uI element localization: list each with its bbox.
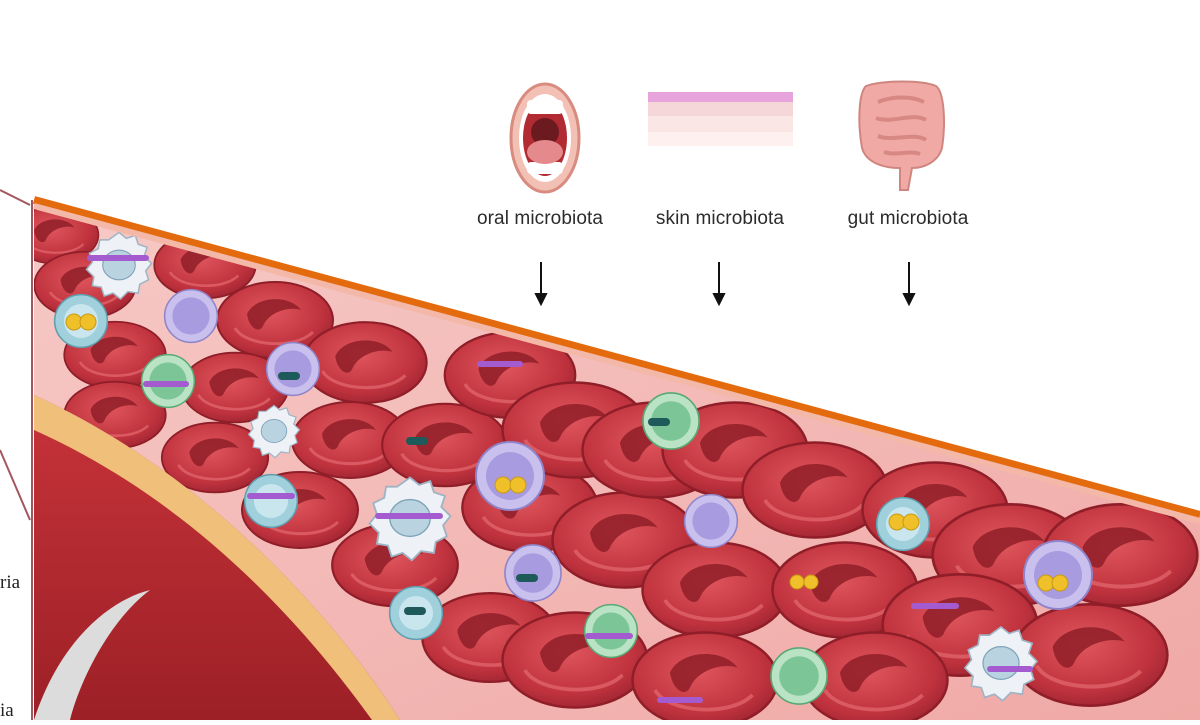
lymphocyte xyxy=(265,341,321,397)
lymphocyte xyxy=(475,441,545,511)
skin-layers-icon xyxy=(648,92,793,146)
red-blood-cell xyxy=(1013,604,1168,705)
gut-microbiota-label: gut microbiota xyxy=(847,208,969,229)
yellow-nuclei xyxy=(65,313,1069,592)
oral-microbiota-label: oral microbiota xyxy=(476,208,604,229)
red-blood-cell xyxy=(630,630,780,720)
callout-line-bottom xyxy=(0,449,31,521)
vessel-upper-border xyxy=(32,196,1200,519)
callout-line-top xyxy=(0,189,31,206)
monocyte xyxy=(243,473,299,529)
lymphocyte xyxy=(683,493,739,549)
side-label-ia: ia xyxy=(0,700,14,721)
arrows xyxy=(534,262,916,307)
vessel-wall-cut xyxy=(34,590,150,720)
red-blood-cell xyxy=(301,320,429,405)
lymphocyte xyxy=(504,544,562,602)
side-label-ria: ria xyxy=(0,572,21,593)
vessel-wall-band xyxy=(34,395,400,720)
eosinophil xyxy=(770,647,828,705)
red-blood-cell xyxy=(640,540,790,640)
mouth-icon xyxy=(509,82,581,194)
vessel-endothelium xyxy=(33,203,1200,524)
dark-bacteria xyxy=(278,372,670,615)
blood-cells xyxy=(34,205,1198,720)
eosinophil xyxy=(583,603,639,659)
skin-microbiota-label: skin microbiota xyxy=(655,208,785,229)
bacteria xyxy=(87,255,1033,703)
intestine-icon xyxy=(858,80,945,191)
lymphocyte xyxy=(163,288,219,344)
